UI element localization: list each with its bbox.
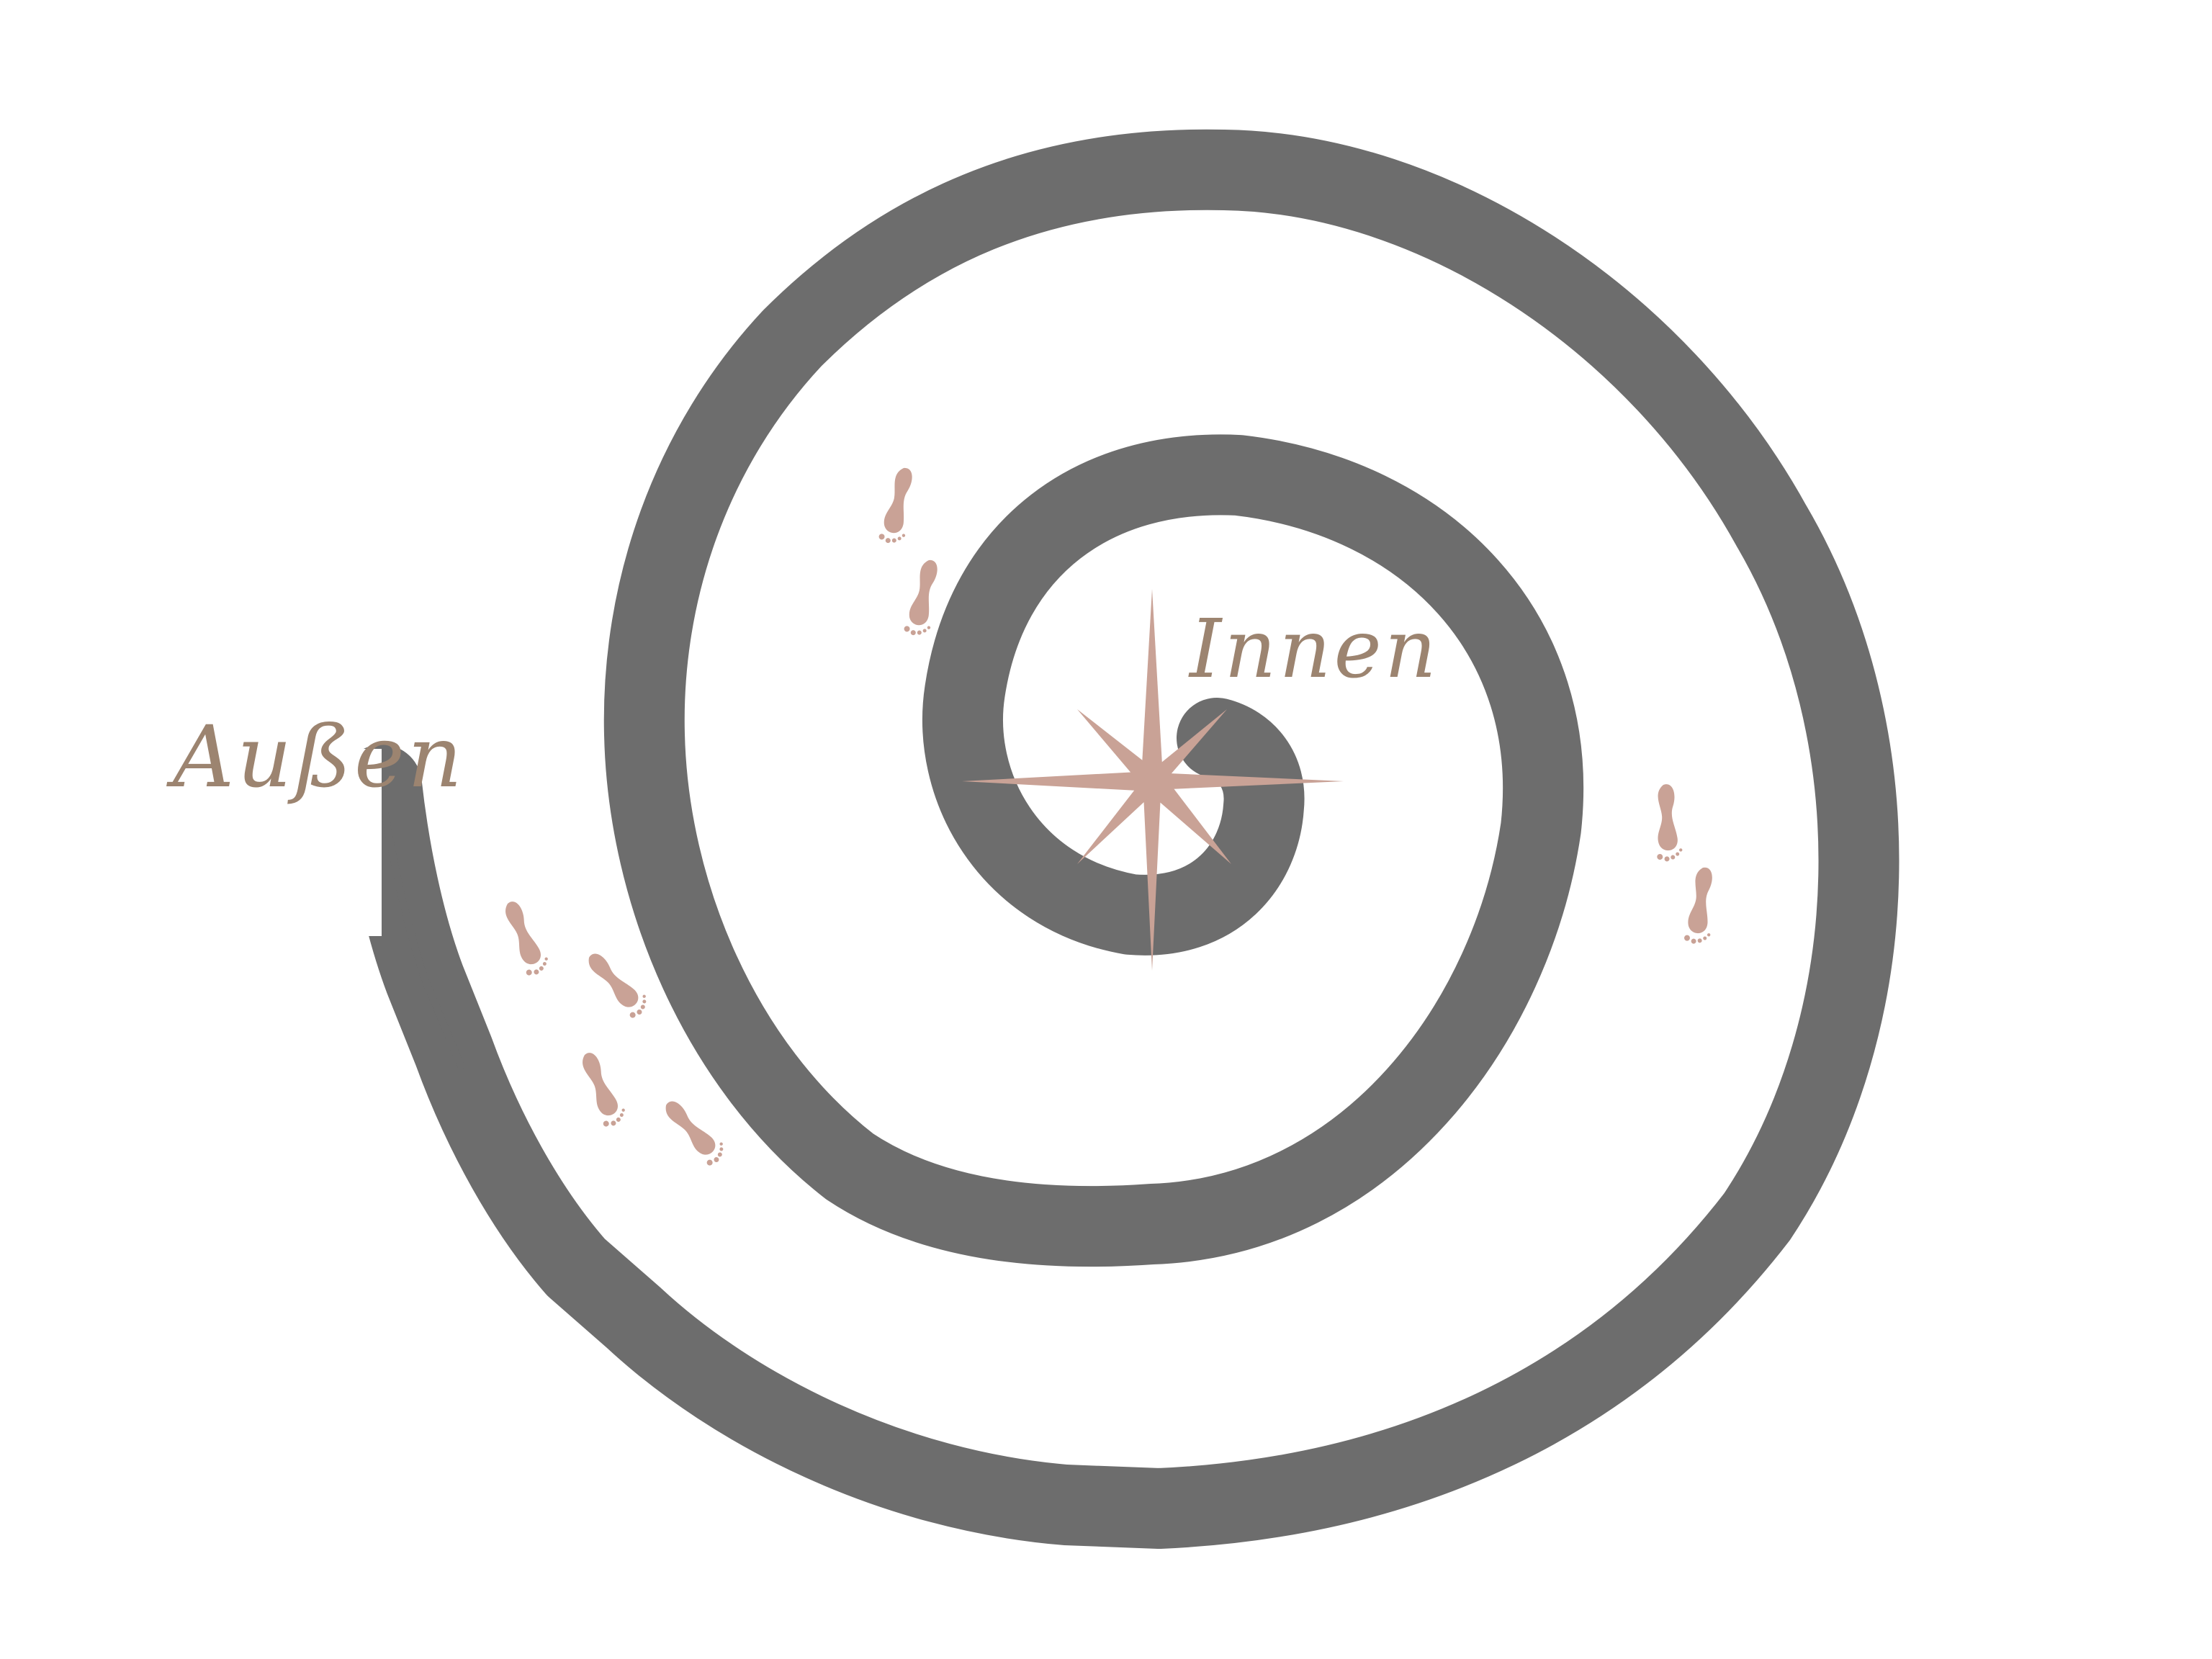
footprint-toe xyxy=(539,966,544,971)
footprint-toe xyxy=(885,538,891,544)
footprint-toe xyxy=(1657,853,1663,860)
footprints-icon xyxy=(505,902,548,976)
footprint-toe xyxy=(642,994,646,998)
footprints-icon xyxy=(1683,867,1712,944)
compass-star-icon xyxy=(962,589,1344,971)
footprint-toe xyxy=(603,1120,609,1127)
footprint-toe xyxy=(714,1157,719,1163)
footprint-toe xyxy=(706,1159,713,1166)
footprint-toe xyxy=(637,1010,642,1015)
footprint-toe xyxy=(542,962,547,966)
footprint-toe xyxy=(640,1004,645,1010)
footprint-toe xyxy=(1676,852,1680,856)
footprints-icon xyxy=(878,467,912,544)
footprint-toe xyxy=(1691,938,1696,944)
footprint-toe xyxy=(616,1117,621,1122)
footprint-toe xyxy=(621,1108,625,1112)
footprint-toe xyxy=(526,969,532,976)
footprint-toe xyxy=(1679,848,1683,852)
footprint-sole xyxy=(884,467,912,534)
footprint-toe xyxy=(534,969,539,975)
footprint-toe xyxy=(927,626,931,629)
label-outside: Außen xyxy=(166,707,465,806)
footprint-toe xyxy=(544,957,548,961)
spiral-tail xyxy=(377,778,464,1069)
spiral-band xyxy=(341,129,1899,1549)
footprint-sole xyxy=(588,953,639,1007)
footprint-toe xyxy=(891,538,896,543)
footprint-sole xyxy=(909,559,938,626)
footprints-icon xyxy=(583,1053,625,1127)
footprint-toe xyxy=(917,630,922,635)
footprint-toe xyxy=(1671,855,1676,860)
footprint-toe xyxy=(1683,935,1690,941)
footprint-toe xyxy=(1697,938,1702,943)
footprint-toe xyxy=(642,999,647,1004)
footprint-sole xyxy=(1688,867,1712,933)
footprint-toe xyxy=(1703,936,1707,940)
footprint-toe xyxy=(910,630,916,636)
footprint-sole xyxy=(1658,784,1678,851)
footprint-toe xyxy=(629,1012,636,1018)
footprint-toe xyxy=(922,629,927,633)
footprint-toe xyxy=(611,1120,616,1126)
footprints-icon xyxy=(904,559,938,636)
footprint-toe xyxy=(897,536,902,541)
footprints-icon xyxy=(1657,784,1683,862)
footprint-toe xyxy=(1664,856,1670,862)
footprints-icon xyxy=(588,953,647,1018)
footprints-icon xyxy=(665,1101,724,1166)
footprint-toe xyxy=(904,626,910,632)
footprint-toe xyxy=(619,1113,624,1118)
footprint-toe xyxy=(902,534,906,537)
footprint-toe xyxy=(717,1152,722,1157)
tail-mask xyxy=(317,749,382,936)
label-inside: Innen xyxy=(1188,603,1439,696)
footprint-toe xyxy=(719,1142,723,1146)
footprint-toe xyxy=(719,1147,724,1151)
footprint-toe xyxy=(1707,933,1711,937)
footprint-sole xyxy=(665,1101,716,1155)
footprint-toe xyxy=(878,534,885,540)
footprint-sole xyxy=(505,902,541,965)
footprint-sole xyxy=(583,1053,618,1116)
